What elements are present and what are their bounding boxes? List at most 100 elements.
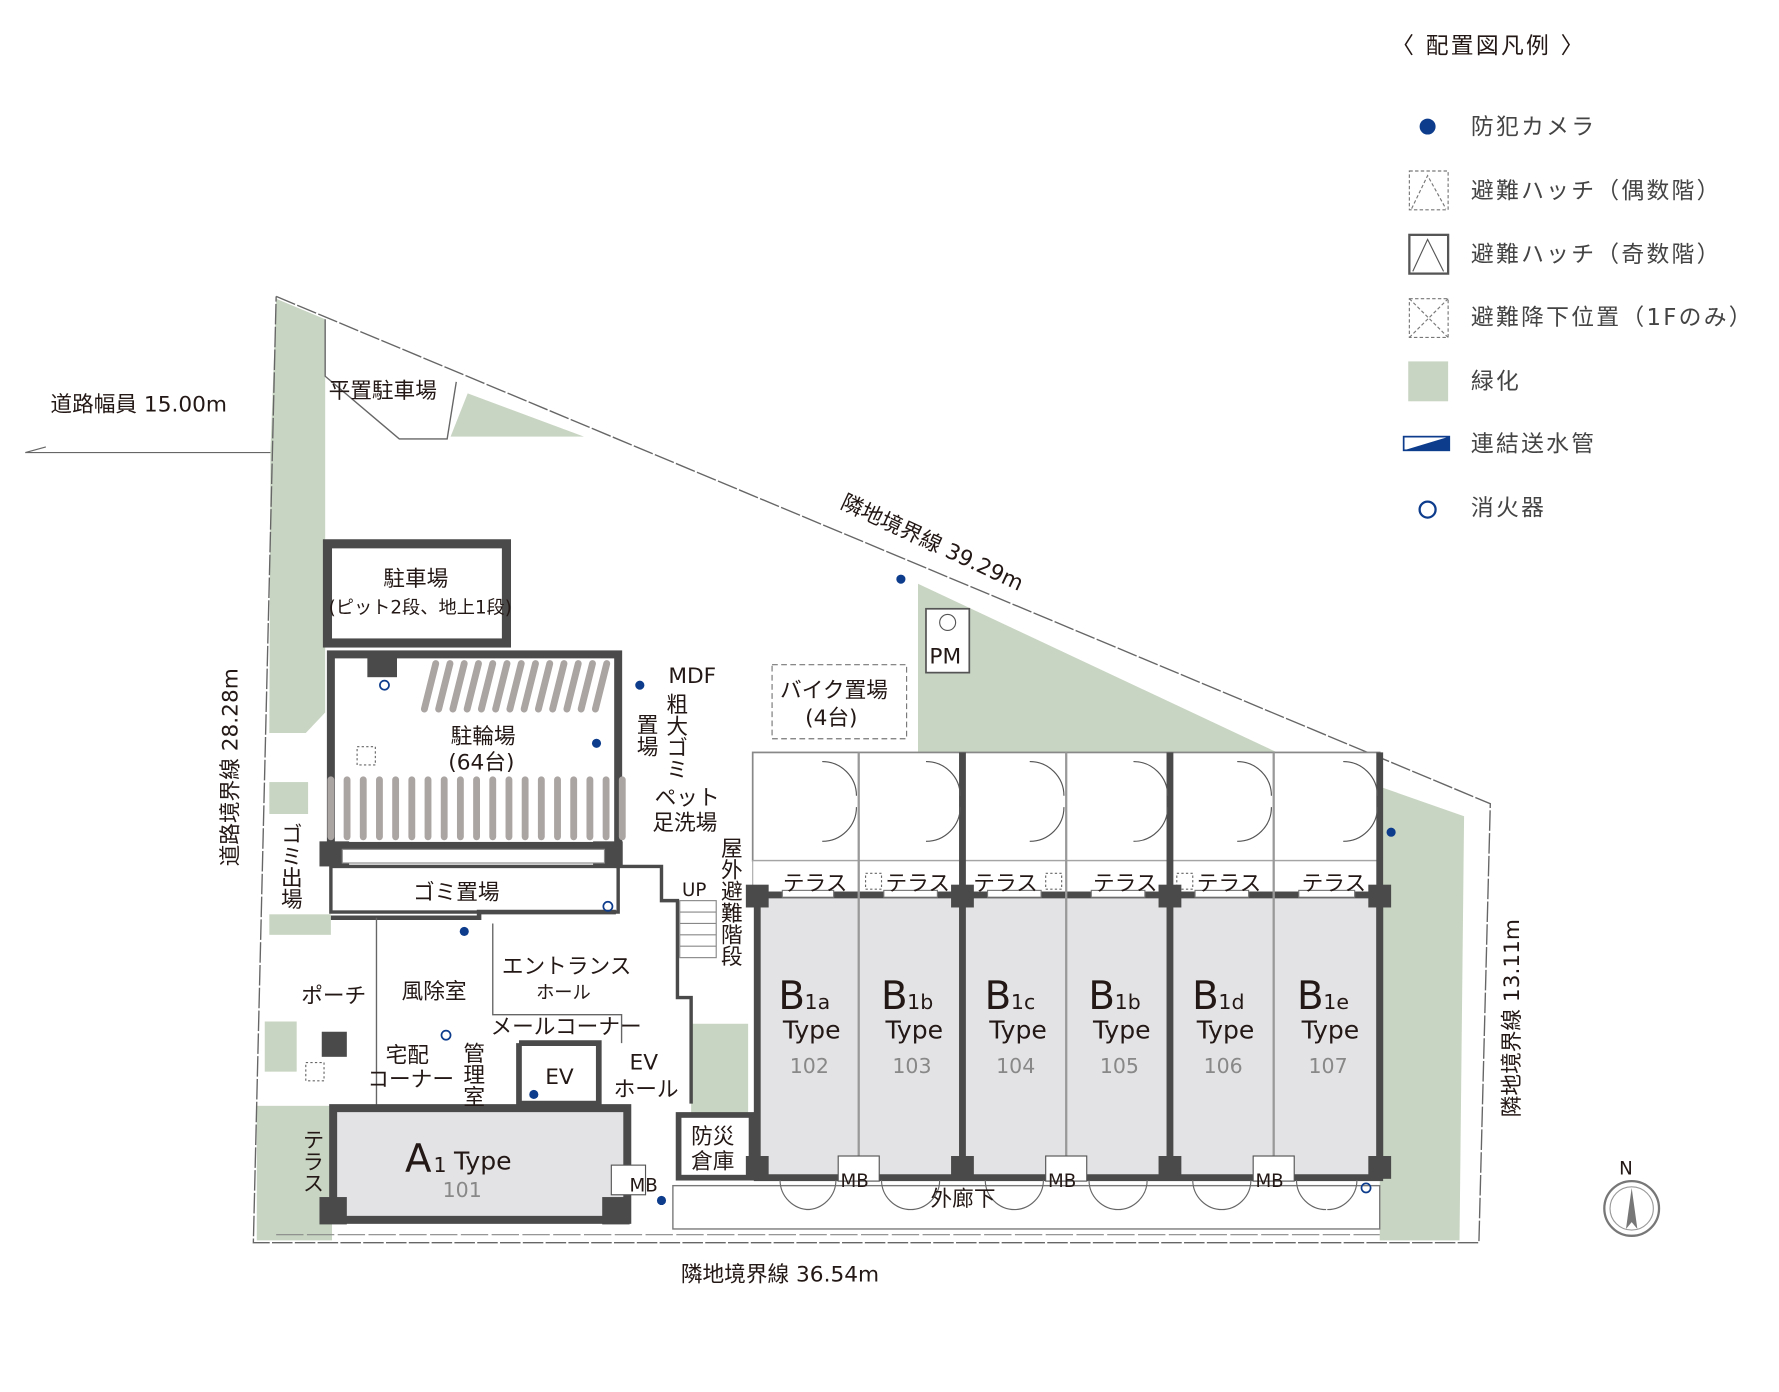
bicycle-rack-slot bbox=[577, 660, 596, 713]
unit-number: 105 bbox=[1100, 1054, 1139, 1078]
parking-label: 駐車場 bbox=[383, 567, 448, 592]
unit-number: 104 bbox=[996, 1054, 1035, 1078]
bicycle-rack-slot bbox=[520, 660, 539, 713]
bicycle-rack-slot bbox=[477, 660, 497, 713]
unit-letter: B bbox=[778, 974, 805, 1019]
door-icon bbox=[925, 760, 961, 842]
motorbike-count: (4台) bbox=[805, 706, 857, 731]
east-boundary-label: 隣地境界線 13.11m bbox=[1500, 919, 1525, 1117]
bicycle-rack-slot bbox=[591, 660, 611, 713]
corridor-label: 外廊下 bbox=[931, 1187, 996, 1212]
legend-label: 避難降下位置（1Fのみ） bbox=[1471, 305, 1754, 331]
road-boundary-label: 道路境界線 28.28m bbox=[218, 668, 243, 866]
unit-sub: 1c bbox=[1011, 990, 1035, 1014]
escape-descent-icon bbox=[864, 872, 883, 890]
door-icon bbox=[1343, 760, 1379, 842]
window bbox=[1090, 889, 1146, 898]
north-label: N bbox=[1619, 1158, 1633, 1179]
north-arrow-icon bbox=[1603, 1179, 1661, 1237]
motorbike-parking-label: バイク置場 bbox=[780, 679, 888, 704]
unit-type: Type bbox=[988, 1016, 1047, 1045]
disaster-storage-label-2: 倉庫 bbox=[691, 1150, 734, 1175]
unit-type: Type bbox=[1196, 1016, 1255, 1045]
unit-type: Type bbox=[782, 1016, 841, 1045]
terrace-label-101: テラス bbox=[299, 1129, 324, 1194]
ev-hall-label: EV bbox=[630, 1050, 659, 1075]
windbreak-room-label: 風除室 bbox=[402, 980, 467, 1005]
unit-type: Type bbox=[1092, 1016, 1151, 1045]
unit-letter: B bbox=[1297, 974, 1324, 1019]
door-icon bbox=[1133, 760, 1169, 842]
bicycle-count: (64台) bbox=[448, 751, 514, 776]
lobby-block bbox=[305, 607, 1381, 1230]
unit-letter: B bbox=[1088, 974, 1115, 1019]
elevator-label: EV bbox=[545, 1065, 574, 1090]
garbage-out-label: ゴミ出場 bbox=[277, 823, 302, 910]
door-icon bbox=[1295, 1179, 1358, 1211]
terrace-label: テラス bbox=[1197, 871, 1262, 896]
unit-type: Type bbox=[1301, 1016, 1360, 1045]
stairs-up-label: UP bbox=[682, 880, 706, 901]
bicycle-rack-slot bbox=[420, 660, 440, 713]
parking-structure bbox=[322, 539, 512, 648]
door-icon bbox=[984, 1179, 1044, 1211]
terrace-label: テラス bbox=[1093, 871, 1158, 896]
legend-label: 防犯カメラ bbox=[1471, 115, 1596, 141]
door-icon bbox=[779, 1179, 837, 1211]
unit-sub: 1b bbox=[1115, 990, 1141, 1014]
unit-number: 101 bbox=[443, 1178, 482, 1202]
door-icon bbox=[880, 1179, 941, 1211]
mb-label: MB bbox=[1255, 1171, 1283, 1192]
unit-number: 107 bbox=[1308, 1054, 1347, 1078]
legend-label: 連結送水管 bbox=[1471, 431, 1596, 457]
entrance-label: エントランス bbox=[502, 955, 632, 980]
legend-label: 避難ハッチ（偶数階） bbox=[1471, 178, 1722, 204]
mb-label: MB bbox=[1048, 1171, 1076, 1192]
bicycle-label: 駐輪場 bbox=[451, 724, 516, 749]
bulky-waste-label: 粗大ゴミ bbox=[663, 693, 688, 780]
outdoor-stairs-label: 屋外避難階段 bbox=[717, 837, 742, 967]
bicycle-rack-slot bbox=[492, 660, 511, 713]
terrace-label: テラス bbox=[783, 871, 848, 896]
door-icon bbox=[1237, 760, 1272, 842]
delivery-box-label-2: コーナー bbox=[367, 1067, 454, 1092]
unit-101[interactable]: A 1 Type 101 MB bbox=[319, 1104, 658, 1225]
bicycle-rack-slot bbox=[463, 660, 482, 713]
standpipe-icon bbox=[1402, 435, 1451, 452]
greenery bbox=[256, 298, 1465, 1241]
legend: 〈 配置図凡例 〉 防犯カメラ 避難ハッチ（偶数階） 避難ハッチ（奇数階） 避難… bbox=[1391, 34, 1754, 522]
pet-wash-label: ペット bbox=[655, 786, 720, 811]
legend-label: 消火器 bbox=[1471, 495, 1546, 521]
unit-letter: B bbox=[881, 974, 908, 1019]
window bbox=[1194, 889, 1250, 898]
bicycle-rack-slot bbox=[549, 660, 568, 713]
fire-extinguisher-icon bbox=[1418, 500, 1437, 519]
unit-number: 103 bbox=[892, 1054, 931, 1078]
pet-wash-label-2: 足洗場 bbox=[652, 811, 717, 836]
flat-parking-label: 平置駐車場 bbox=[329, 379, 437, 404]
escape-descent-icon bbox=[1408, 298, 1449, 339]
entrance-hall-label: ホール bbox=[536, 983, 591, 1004]
bicycle-rack-slot bbox=[449, 660, 468, 713]
escape-descent-icon bbox=[1176, 872, 1194, 890]
mb-label: MB bbox=[630, 1175, 658, 1196]
bicycle-rack-slot bbox=[534, 660, 554, 713]
fire-extinguishers bbox=[379, 679, 1372, 1194]
legend-title: 〈 配置図凡例 〉 bbox=[1391, 34, 1586, 60]
greenery-icon bbox=[1408, 361, 1449, 402]
unit-number: 102 bbox=[790, 1054, 829, 1078]
unit-sub: 1a bbox=[805, 990, 831, 1014]
delivery-box-label: 宅配 bbox=[386, 1044, 429, 1069]
unit-sub: 1 bbox=[433, 1153, 446, 1177]
window bbox=[883, 889, 938, 898]
window bbox=[781, 889, 835, 898]
unit-sub: 1e bbox=[1323, 990, 1349, 1014]
